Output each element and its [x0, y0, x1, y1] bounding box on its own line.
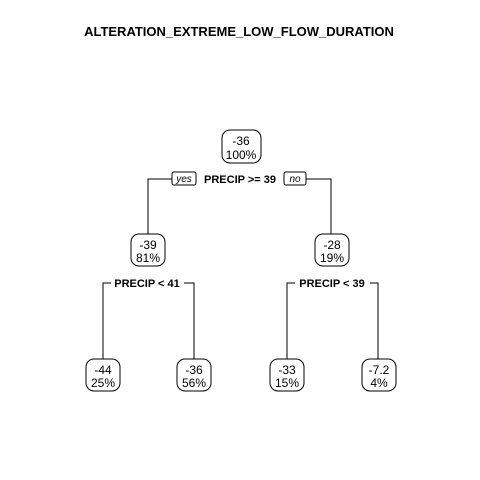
- no-label: no: [289, 174, 301, 185]
- node-leaf-lr-value: -36: [185, 363, 203, 377]
- no-box: [283, 171, 307, 186]
- node-right-percent: 19%: [320, 251, 344, 265]
- node-root: -36 100%: [221, 129, 262, 164]
- node-right: -28 19%: [314, 233, 350, 267]
- edge-root-left: [147, 178, 172, 235]
- node-leaf-rl-percent: 15%: [275, 376, 299, 390]
- split-root-label: PRECIP >= 39: [204, 174, 276, 186]
- split-root: yes PRECIP >= 39 no: [171, 171, 307, 186]
- node-leaf-rl: -33 15%: [269, 358, 305, 392]
- node-root-percent: 100%: [226, 148, 257, 162]
- node-left: -39 81%: [130, 233, 166, 267]
- node-leaf-ll-percent: 25%: [91, 376, 115, 390]
- split-right-label: PRECIP < 39: [299, 278, 365, 290]
- node-leaf-rr: -7.2 4%: [361, 358, 397, 392]
- node-right-value: -28: [323, 238, 341, 252]
- edge-left-lr: [184, 282, 195, 360]
- node-leaf-rr-value: -7.2: [369, 363, 390, 377]
- diagram-title: ALTERATION_EXTREME_LOW_FLOW_DURATION: [84, 24, 394, 39]
- yes-label: yes: [175, 174, 192, 185]
- node-leaf-rr-percent: 4%: [370, 376, 388, 390]
- node-left-value: -39: [139, 238, 157, 252]
- split-left-label: PRECIP < 41: [114, 278, 180, 290]
- node-leaf-ll-value: -44: [94, 363, 112, 377]
- node-leaf-lr-percent: 56%: [182, 376, 206, 390]
- edge-left-ll: [102, 282, 111, 360]
- node-leaf-ll: -44 25%: [85, 358, 121, 392]
- edge-right-rl: [286, 282, 295, 360]
- yes-box: [171, 171, 197, 186]
- node-root-value: -36: [232, 134, 250, 148]
- node-left-percent: 81%: [136, 251, 160, 265]
- edge-right-rr: [370, 282, 379, 360]
- edge-root-right: [306, 178, 332, 235]
- node-leaf-rl-value: -33: [278, 363, 296, 377]
- node-leaf-lr: -36 56%: [176, 358, 212, 392]
